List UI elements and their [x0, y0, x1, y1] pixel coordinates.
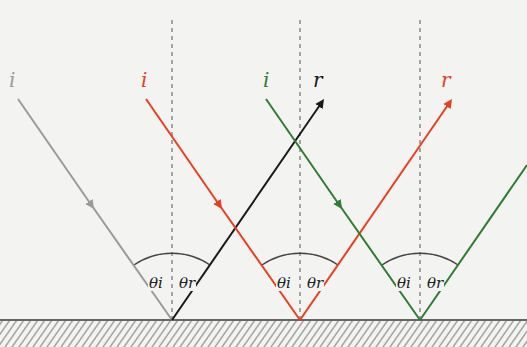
ray-label: r	[312, 70, 324, 90]
reflected-ray	[420, 165, 527, 320]
reflected-ray	[172, 102, 322, 320]
ray-label: i	[140, 70, 148, 90]
angle-label: θi	[276, 276, 292, 291]
ray-label: i	[262, 70, 270, 90]
ray-label: i	[8, 70, 16, 90]
reflected-ray	[300, 102, 450, 320]
angle-label: θr	[178, 276, 196, 291]
mirror-surface	[0, 319, 527, 321]
angle-label: θr	[426, 276, 444, 291]
incident-ray	[146, 99, 300, 320]
ray-label: r	[440, 70, 452, 90]
angle-arcs	[134, 253, 458, 265]
incident-ray	[18, 99, 172, 320]
angle-label: θr	[306, 276, 324, 291]
normal-lines	[172, 20, 420, 320]
angle-label: θi	[396, 276, 412, 291]
incident-ray	[266, 99, 420, 320]
angle-label: θi	[148, 276, 164, 291]
floor-hatch	[0, 321, 527, 347]
